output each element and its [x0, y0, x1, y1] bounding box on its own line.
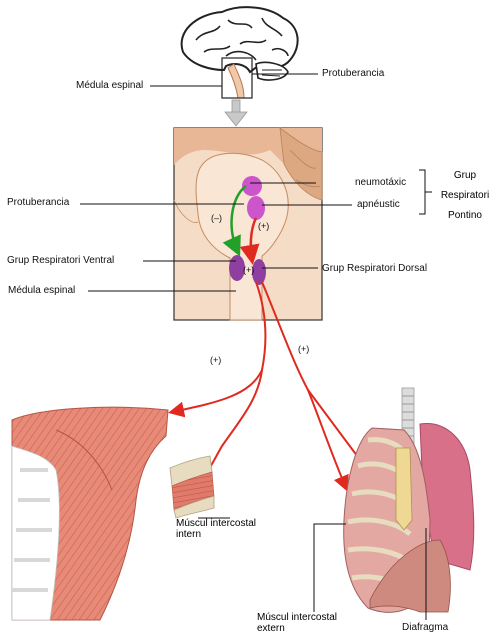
excitatory-pathway-inset: [239, 217, 260, 265]
neumotaxic-label: neumotáxic: [355, 177, 407, 188]
grup-respiratori-ventral-label: Grup Respiratori Ventral: [7, 255, 115, 266]
plus-sign-inset-upper: (+): [258, 221, 270, 231]
zoom-arrow: [224, 99, 248, 127]
muscul-intercostal-extern-label: Múscul intercostal extern: [257, 612, 337, 634]
medula-espinal-top-label: Médula espinal: [76, 80, 144, 91]
extern-line-2: extern: [257, 623, 285, 634]
pontino-word: Pontino: [448, 210, 482, 221]
medula-espinal-inset-label: Médula espinal: [8, 285, 76, 296]
back-muscle-illustration: [11, 406, 169, 621]
apneustic-nucleus: [247, 196, 265, 220]
pneumotaxic-nucleus: [242, 176, 262, 196]
nerve-to-back-muscle: [168, 369, 263, 418]
intern-line-2: intern: [176, 529, 202, 540]
grup-respiratori-pontino-label: Grup Respiratori Pontino: [432, 166, 498, 226]
plus-sign-inset-lower: (+): [243, 265, 255, 275]
plus-sign-left: (+): [210, 355, 222, 365]
diafragma-label: Diafragma: [402, 622, 449, 633]
brain-illustration: [180, 6, 299, 99]
minus-sign-inset: (–): [211, 213, 222, 223]
intern-line-1: Múscul intercostal: [176, 518, 257, 529]
nerve-to-intercostal-intern: [193, 281, 267, 494]
dorsal-group-nucleus: [252, 259, 266, 285]
muscul-intercostal-intern-label: Múscul intercostal intern: [176, 518, 256, 540]
intercostal-intern-illustration: [169, 455, 215, 519]
protuberancia-top-label: Protuberancia: [322, 68, 385, 79]
brainstem-inset: [173, 127, 323, 321]
ribcage-illustration: [343, 387, 475, 613]
grup-respiratori-dorsal-label: Grup Respiratori Dorsal: [322, 263, 428, 274]
plus-sign-right: (+): [298, 344, 310, 354]
protuberancia-inset-label: Protuberancia: [7, 197, 70, 208]
extern-line-1: Múscul intercostal: [257, 612, 338, 623]
label-leader-lines: [80, 73, 432, 620]
inhibitory-pathway: [222, 184, 247, 257]
grup-word: Grup: [453, 170, 477, 181]
apneustic-label: apnéustic: [357, 199, 400, 210]
respiratori-word: Respiratori: [440, 190, 490, 201]
